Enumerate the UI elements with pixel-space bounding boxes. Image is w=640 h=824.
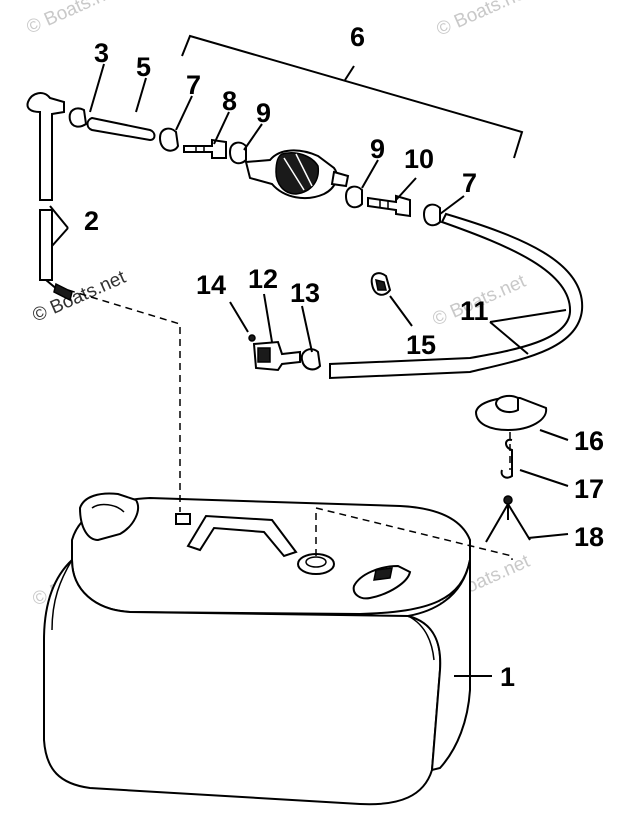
callouts: 3 5 6 7 8 9 9 10 7 2 14 12 13 11 15 16 1… — [84, 22, 604, 692]
pickup-tube[interactable] — [26, 92, 73, 302]
hook-17[interactable] — [500, 438, 513, 479]
filler-cap[interactable] — [474, 395, 548, 432]
guide-line-tube-to-tank — [67, 289, 181, 512]
check-valve-10[interactable] — [367, 194, 411, 218]
clamp-9-right[interactable] — [344, 185, 363, 209]
fuel-hose-short[interactable] — [86, 116, 156, 142]
fuel-hose-long[interactable] — [329, 212, 584, 380]
watermark-1: © Boats.net — [23, 0, 123, 39]
callout-8: 8 — [222, 86, 237, 116]
leader-lines — [49, 63, 569, 677]
watermark-2: © Boats.net — [433, 0, 533, 41]
callout-9-right: 9 — [370, 134, 385, 164]
bracket-6 — [181, 34, 524, 159]
check-valve-8[interactable] — [183, 138, 227, 159]
tank-outlet-fitting — [175, 513, 191, 525]
primer-bulb[interactable] — [244, 149, 350, 200]
leader-6 — [344, 65, 355, 81]
clamp-9-left[interactable] — [228, 141, 247, 165]
callout-10: 10 — [404, 144, 434, 174]
retainer-18[interactable] — [485, 495, 531, 543]
callout-7-right: 7 — [462, 168, 477, 198]
connector-12[interactable] — [252, 340, 301, 372]
callout-14: 14 — [196, 270, 226, 300]
callout-7-left: 7 — [186, 70, 201, 100]
fuel-tank[interactable] — [43, 492, 471, 806]
callout-12: 12 — [248, 264, 278, 294]
clamp-7-left[interactable] — [158, 127, 180, 152]
callout-5: 5 — [136, 52, 151, 82]
callout-6: 6 — [350, 22, 365, 52]
callout-13: 13 — [290, 278, 320, 308]
callout-17: 17 — [574, 474, 604, 504]
clamp-7-right[interactable] — [422, 203, 441, 227]
callout-11: 11 — [460, 296, 489, 326]
callout-18: 18 — [574, 522, 604, 552]
callout-2: 2 — [84, 206, 99, 236]
clamp-3[interactable] — [68, 107, 88, 128]
callout-3: 3 — [94, 38, 109, 68]
guide-line-neck — [315, 507, 513, 560]
callout-15: 15 — [406, 330, 436, 360]
callout-9-left: 9 — [256, 98, 271, 128]
o-ring-14[interactable] — [248, 334, 256, 342]
callout-16: 16 — [574, 426, 604, 456]
clamp-13[interactable] — [300, 348, 322, 371]
callout-1: 1 — [500, 662, 515, 692]
